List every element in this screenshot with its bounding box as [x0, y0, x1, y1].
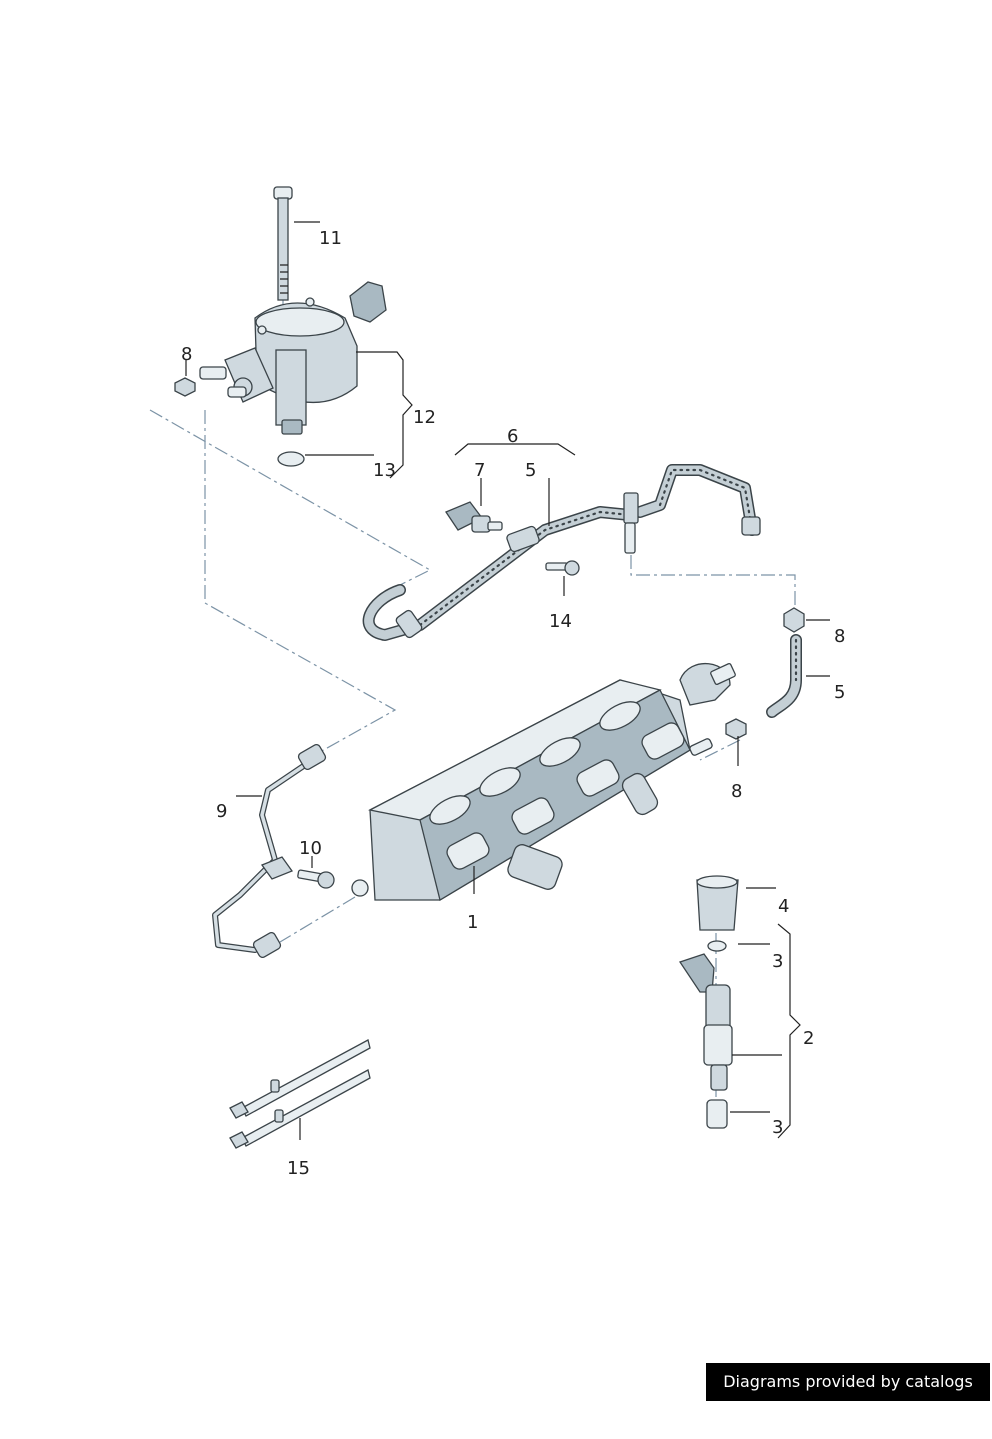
label-5-right: 5 — [834, 682, 845, 703]
part-14-bolt — [545, 560, 580, 576]
part-8-hose-clamp-top — [174, 377, 196, 397]
label-15: 15 — [287, 1158, 310, 1179]
injector-ports — [429, 701, 685, 870]
part-6-fuel-line-assembly — [362, 464, 761, 641]
label-3-upper: 3 — [772, 951, 783, 972]
label-5-top: 5 — [525, 460, 536, 481]
part-number-labels: 11 8 12 13 6 7 5 14 8 5 8 9 10 1 4 3 2 3… — [181, 228, 845, 1179]
label-13: 13 — [373, 460, 396, 481]
part-3-seal-upper — [707, 940, 727, 952]
label-8-lower: 8 — [731, 781, 742, 802]
label-7: 7 — [474, 460, 485, 481]
part-15-cable-ties — [229, 1039, 371, 1149]
part-1-fuel-rail — [351, 663, 736, 902]
label-14: 14 — [549, 611, 572, 632]
part-13-o-ring — [277, 451, 305, 467]
part-3-seal-lower — [706, 1099, 728, 1129]
part-8-hose-clamp-lower — [725, 718, 747, 740]
part-5-hose-right — [766, 634, 802, 718]
part-11-bolt — [273, 186, 293, 301]
part-10-bolt — [297, 869, 335, 889]
label-1: 1 — [467, 912, 478, 933]
label-10: 10 — [299, 838, 322, 859]
part-12-high-pressure-pump — [199, 281, 387, 435]
label-3-lower: 3 — [772, 1117, 783, 1138]
label-6: 6 — [507, 426, 518, 447]
part-2-fuel-injector — [678, 953, 733, 1091]
label-4: 4 — [778, 896, 789, 917]
part-8-hose-clamp-right — [783, 607, 805, 633]
part-9-high-pressure-pipe — [212, 744, 327, 958]
label-2: 2 — [803, 1028, 814, 1049]
label-8-right: 8 — [834, 626, 845, 647]
label-8-top: 8 — [181, 344, 192, 365]
diagram-credit-banner: Diagrams provided by catalogs parts — [706, 1363, 990, 1429]
fuel-system-exploded-diagram: 11 8 12 13 6 7 5 14 8 5 8 9 10 1 4 3 2 3… — [149, 186, 845, 1179]
part-7-pressure-sensor — [445, 501, 503, 533]
label-12: 12 — [413, 407, 436, 428]
leader-lines — [185, 221, 830, 1140]
label-9: 9 — [216, 801, 227, 822]
part-4-support-sleeve — [696, 875, 739, 931]
label-11: 11 — [319, 228, 342, 249]
